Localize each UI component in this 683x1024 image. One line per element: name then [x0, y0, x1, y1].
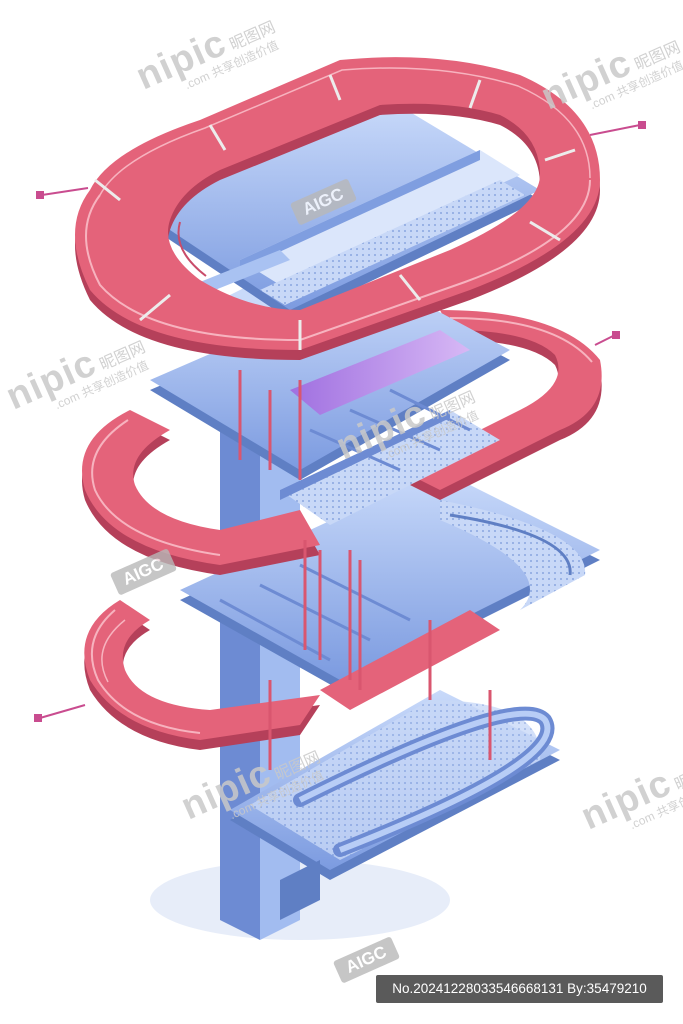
tray-level-4: [230, 690, 560, 920]
vertical-drop-cables: [238, 370, 492, 770]
tray-2-rungs: [309, 388, 471, 472]
cable-ring-level-3: [34, 600, 321, 750]
image-id-bar: No.20241228033546668131 By:35479210: [376, 975, 663, 1003]
cable-ties: [94, 74, 576, 350]
tray-level-3: [180, 470, 600, 710]
cable-ring-level-1: [36, 57, 646, 360]
watermark-brand-cn: 昵图网: [672, 759, 683, 795]
tray-3-rungs: [219, 563, 411, 662]
